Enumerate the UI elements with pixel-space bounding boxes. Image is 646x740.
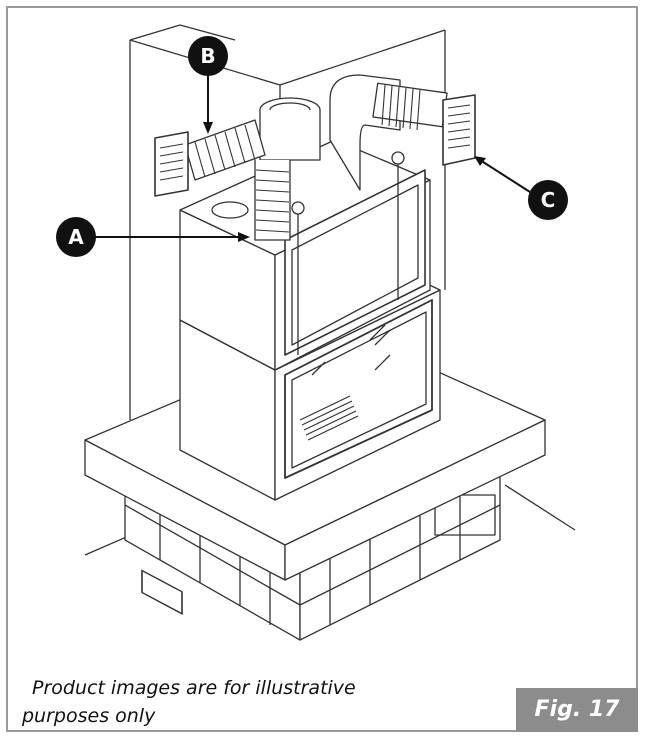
caption-line-2: purposes only — [22, 705, 156, 727]
duct-right — [329, 74, 476, 191]
callout-a: A — [56, 217, 250, 257]
disclaimer-caption: Product images are for illustrative purp… — [22, 674, 442, 730]
callout-b: B — [188, 36, 228, 134]
callout-c: C — [474, 156, 568, 220]
caption-line-1: Product images are for illustrative — [32, 677, 356, 699]
callout-b-label: B — [200, 44, 215, 68]
flue-center — [254, 97, 321, 241]
duct-left — [154, 119, 266, 197]
figure-label: Fig. 17 — [516, 688, 638, 732]
callout-a-label: A — [68, 225, 84, 249]
callout-c-label: C — [541, 188, 556, 212]
fireplace-hood — [179, 139, 431, 371]
